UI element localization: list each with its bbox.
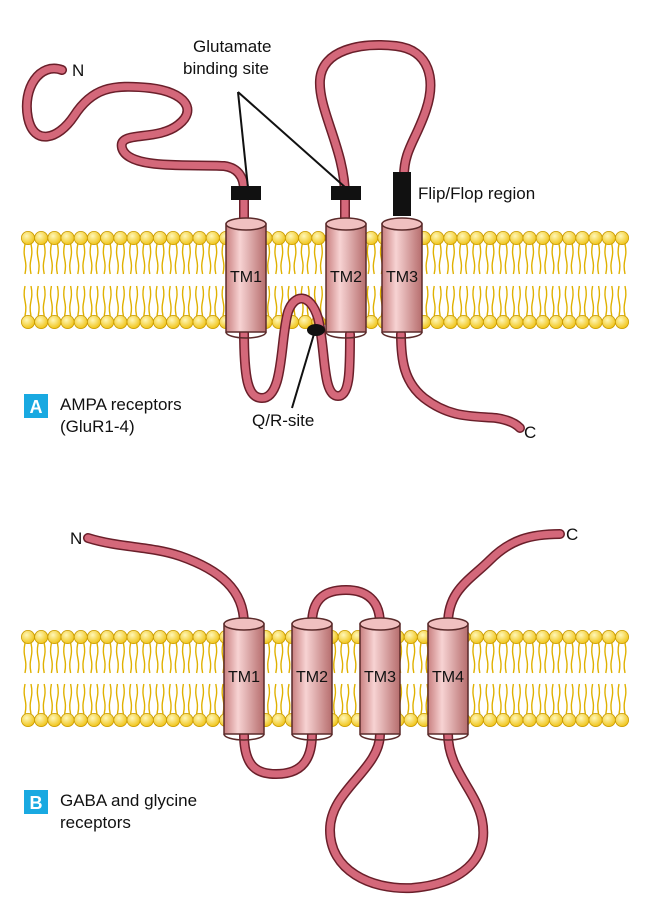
panel-b-letter: B — [30, 793, 43, 813]
glutamate-site-marker-1 — [231, 186, 261, 200]
panel-b-title-line1: GABA and glycine — [60, 791, 197, 810]
tm3-helix-a: TM3 — [381, 217, 423, 339]
tm4-label-b: TM4 — [432, 669, 464, 686]
c-terminal-chain-a — [397, 330, 524, 432]
extracellular-loop-a — [316, 41, 434, 230]
loop-tm1-tm2-b — [240, 730, 316, 778]
glutamate-leader-1 — [237, 91, 249, 189]
tm3-label-b: TM3 — [364, 669, 396, 686]
flipflop-label: Flip/Flop region — [418, 184, 535, 203]
n-terminal-chain-a — [21, 63, 249, 227]
c-label-b: C — [566, 525, 578, 544]
tm2-label-b: TM2 — [296, 669, 328, 686]
c-terminal-chain-b — [444, 530, 564, 628]
tm3-label-a: TM3 — [386, 269, 418, 286]
n-terminal-chain-b — [84, 534, 248, 628]
panel-b-title-line2: receptors — [60, 813, 131, 832]
tm3-helix-b: TM3 — [359, 617, 401, 741]
qr-site-label: Q/R-site — [252, 411, 314, 430]
tm1-helix-a: TM1 — [225, 217, 267, 339]
qr-leader — [291, 333, 315, 409]
c-label-a: C — [524, 423, 536, 442]
panel-a-letter: A — [30, 397, 43, 417]
tm2-helix-a: TM2 — [325, 217, 367, 339]
panel-a-badge — [24, 394, 48, 418]
tm4-helix-b: TM4 — [427, 617, 469, 741]
n-label-a: N — [72, 61, 84, 80]
panel-a-title-line2: (GluR1-4) — [60, 417, 135, 436]
panel-a: TM1 TM2 TM3 N C Glutamate binding site F… — [20, 37, 630, 442]
glutamate-label-line2: binding site — [183, 59, 269, 78]
panel-b-badge — [24, 790, 48, 814]
glutamate-site-marker-2 — [331, 186, 361, 200]
loop-tm2-tm3-b — [308, 586, 384, 628]
n-terminal-chain-a-fill — [23, 65, 248, 226]
panel-b: TM1 TM2 TM3 TM4 N C B GABA and glycine r… — [20, 525, 630, 894]
loop-tm3-tm4-b — [326, 730, 487, 892]
panel-a-title-line1: AMPA receptors — [60, 395, 182, 414]
qr-site-marker — [307, 324, 325, 336]
tm1-label-b: TM1 — [228, 669, 260, 686]
n-label-b: N — [70, 529, 82, 548]
tm1-label-a: TM1 — [230, 269, 262, 286]
lipid-bilayer-a — [20, 230, 630, 329]
flipflop-marker — [393, 172, 411, 216]
glutamate-leader-2 — [237, 91, 347, 189]
reentrant-loop-a — [240, 295, 354, 402]
tm2-helix-b: TM2 — [291, 617, 333, 741]
glutamate-label-line1: Glutamate — [193, 37, 271, 56]
tm2-label-a: TM2 — [330, 269, 362, 286]
tm1-helix-b: TM1 — [223, 617, 265, 741]
